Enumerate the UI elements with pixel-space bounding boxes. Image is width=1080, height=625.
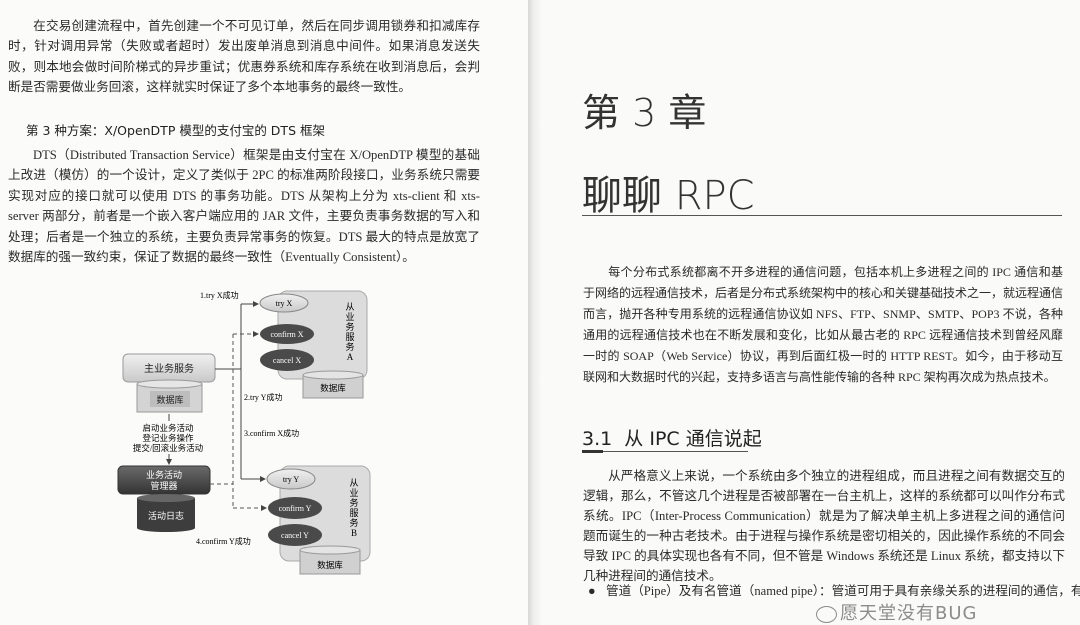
manager-label: 管理器 [150, 480, 177, 491]
activity-log-label: 活动日志 [148, 510, 184, 521]
section-rule-marker [582, 450, 603, 453]
bullet-text: 管道（Pipe）及有名管道（named pipe）：管道可用于具有亲缘关系的进程… [606, 584, 1080, 598]
watermark: 愿天堂没有BUG [840, 603, 978, 624]
main-db-label: 数据库 [156, 394, 183, 405]
svg-text:务: 务 [345, 321, 354, 332]
paragraph: 从严格意义上来说，一个系统由多个独立的进程组成，而且进程之间有数据交互的逻辑，那… [583, 466, 1065, 586]
op-label: 提交/回滚业务活动 [133, 443, 204, 453]
activity-manager-box [117, 465, 211, 495]
svg-text:从: 从 [345, 302, 354, 312]
try-y-node [266, 468, 316, 490]
cancel-y-node [268, 524, 322, 546]
svg-text:务: 务 [349, 517, 358, 528]
service-b-db-label: 数据库 [317, 560, 343, 570]
svg-text:服: 服 [349, 508, 358, 518]
main-service-label: 主业务服务 [144, 362, 194, 375]
svg-text:务: 务 [345, 341, 354, 352]
cancel-x-label: cancel X [273, 356, 301, 365]
service-b-db [299, 545, 361, 575]
chapter-title: 聊聊 RPC [582, 173, 755, 219]
section-title: 3.1 从 IPC 通信说起 [582, 428, 762, 450]
paragraph-text: 在交易创建流程中，首先创建一个不可见订单，然后在同步调用锁券和扣减库存时，针对调… [8, 19, 480, 95]
paragraph-text: 从严格意义上来说，一个系统由多个独立的进程组成，而且进程之间有数据交互的逻辑，那… [583, 469, 1065, 583]
main-db-cylinder [136, 379, 203, 413]
op-label: 启动业务活动 [142, 423, 194, 433]
svg-text:B: B [351, 528, 357, 538]
dts-architecture-diagram: 主业务服务 数据库 启动业务活动 登记业务操作 提交/回滚业务活动 业务活动 管… [117, 290, 371, 575]
cancel-x-node [260, 349, 314, 371]
svg-text:从: 从 [349, 478, 358, 488]
service-a-db-label: 数据库 [320, 383, 346, 393]
step-label: 4.confirm Y成功 [196, 536, 251, 546]
chapter-rule [582, 215, 1062, 216]
svg-text:业: 业 [345, 312, 354, 322]
left-page: 在交易创建流程中，首先创建一个不可见订单，然后在同步调用锁券和扣减库存时，针对调… [0, 0, 528, 625]
wechat-icon [816, 606, 837, 623]
service-a-db [302, 370, 364, 399]
svg-text:A: A [347, 352, 354, 362]
manager-label: 业务活动 [146, 469, 182, 480]
svg-text:务: 务 [349, 497, 358, 508]
confirm-x-label: confirm X [270, 330, 303, 339]
step-label: 3.confirm X成功 [244, 428, 299, 438]
try-x-label: try X [276, 299, 293, 308]
service-a-label: 从 业 务 服 务 A [345, 302, 354, 362]
service-b-label: 从 业 务 服 务 B [349, 478, 358, 538]
activity-log-cylinder [137, 494, 195, 532]
step-label: 2.try Y成功 [244, 392, 282, 402]
confirm-y-label: confirm Y [279, 504, 312, 513]
section-rule [582, 451, 748, 452]
paragraph-text: 每个分布式系统都离不开多进程的通信问题，包括本机上多进程之间的 IPC 通信和基… [583, 265, 1064, 384]
paragraph-text: DTS（Distributed Transaction Service）框架是由… [8, 148, 480, 265]
paragraph: DTS（Distributed Transaction Service）框架是由… [8, 145, 480, 267]
paragraph: 在交易创建流程中，首先创建一个不可见订单，然后在同步调用锁券和扣减库存时，针对调… [8, 16, 480, 98]
confirm-x-node [260, 324, 314, 344]
chapter-number: 第 3 章 [582, 91, 707, 135]
section-heading: 第 3 种方案：X/OpenDTP 模型的支付宝的 DTS 框架 [26, 123, 325, 138]
try-y-label: try Y [283, 475, 300, 484]
confirm-y-node [268, 497, 322, 519]
svg-text:业: 业 [349, 488, 358, 498]
op-label: 登记业务操作 [142, 433, 194, 443]
bullet-icon: ● [588, 584, 596, 598]
intro-paragraph: 每个分布式系统都离不开多进程的通信问题，包括本机上多进程之间的 IPC 通信和基… [583, 262, 1063, 388]
svg-text:服: 服 [345, 332, 354, 342]
book-gutter [528, 0, 542, 625]
right-page: 第 3 章 聊聊 RPC 每个分布式系统都离不开多进程的通信问题，包括本机上多进… [542, 0, 1080, 625]
bullet-item: ● 管道（Pipe）及有名管道（named pipe）：管道可用于具有亲缘关系的进… [588, 581, 1080, 601]
cancel-y-label: cancel Y [281, 531, 309, 540]
try-x-node [259, 293, 309, 313]
step-label: 1.try X成功 [200, 290, 239, 300]
